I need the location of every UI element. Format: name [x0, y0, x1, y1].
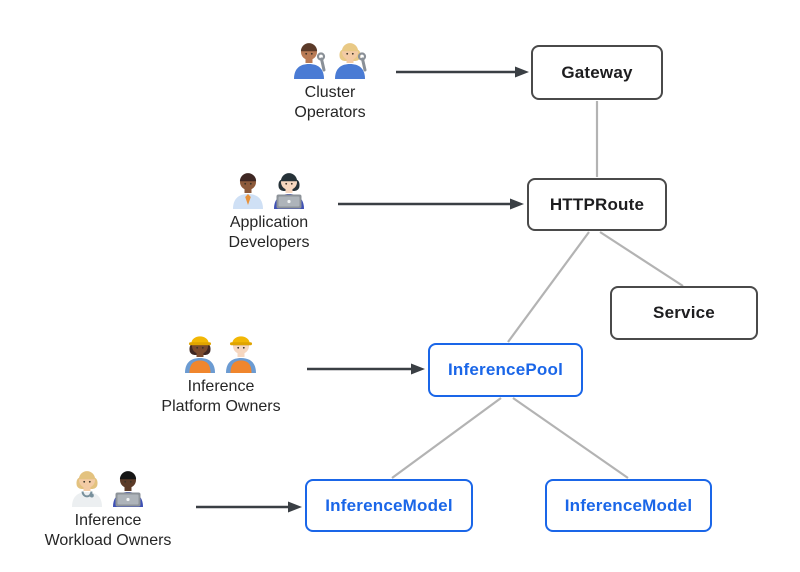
- persona-label-line: Platform Owners: [161, 398, 281, 415]
- arrow-inference-workload-owners-inferencemodel: [196, 501, 302, 513]
- persona-inference-workload-owners-label: Inference Workload Owners: [45, 511, 172, 551]
- persona-inference-workload-owners: Inference Workload Owners: [18, 464, 198, 551]
- woman-technologist-icon: [274, 173, 304, 209]
- man-technologist-icon: [113, 471, 143, 507]
- woman-mechanic-icon: [335, 43, 367, 79]
- persona-label-line: Workload Owners: [44, 532, 172, 549]
- inference-platform-owners-icons: [182, 330, 260, 374]
- inference-workload-owners-icons: [69, 464, 147, 508]
- node-inferencepool: InferencePool: [428, 343, 583, 397]
- health-worker-icon: [72, 471, 102, 507]
- node-inferencemodel-2-label: InferenceModel: [564, 495, 693, 515]
- persona-label-line: Inference: [187, 378, 255, 395]
- persona-label-line: Application: [229, 214, 309, 231]
- persona-application-developers-label: Application Developers: [229, 213, 310, 253]
- node-gateway: Gateway: [531, 45, 663, 100]
- persona-inference-platform-owners: Inference Platform Owners: [131, 330, 311, 417]
- woman-construction-worker-icon: [185, 336, 215, 373]
- node-httproute-label: HTTPRoute: [549, 194, 645, 214]
- arrow-application-developers-httproute: [338, 198, 524, 210]
- edge-inferencepool-inferencemodel-1: [391, 397, 502, 479]
- persona-label-line: Cluster: [304, 84, 356, 101]
- node-inferencemodel-1-label: InferenceModel: [325, 495, 453, 515]
- node-gateway-label: Gateway: [561, 62, 633, 82]
- persona-cluster-operators-label: Cluster Operators: [294, 83, 365, 123]
- node-httproute: HTTPRoute: [527, 178, 667, 231]
- persona-label-line: Operators: [294, 104, 366, 121]
- persona-label-line: Inference: [74, 512, 142, 529]
- persona-cluster-operators: Cluster Operators: [240, 36, 420, 123]
- cluster-operators-icons: [291, 36, 369, 80]
- edge-inferencepool-inferencemodel-2: [512, 397, 629, 479]
- edge-httproute-service: [599, 231, 684, 287]
- arrow-inference-platform-owners-inferencepool: [307, 363, 425, 375]
- node-service: Service: [610, 286, 758, 340]
- man-construction-worker-icon: [226, 336, 256, 373]
- persona-application-developers: Application Developers: [179, 166, 359, 253]
- application-developers-icons: [230, 166, 308, 210]
- man-office-worker-icon: [233, 173, 263, 209]
- node-service-label: Service: [653, 303, 715, 322]
- edge-httproute-inferencepool: [507, 231, 590, 343]
- persona-inference-platform-owners-label: Inference Platform Owners: [161, 377, 280, 417]
- man-mechanic-icon: [294, 43, 326, 79]
- node-inferencepool-label: InferencePool: [447, 360, 564, 379]
- node-inferencemodel-1: InferenceModel: [305, 479, 473, 532]
- persona-label-line: Developers: [228, 234, 310, 251]
- node-inferencemodel-2: InferenceModel: [545, 479, 712, 532]
